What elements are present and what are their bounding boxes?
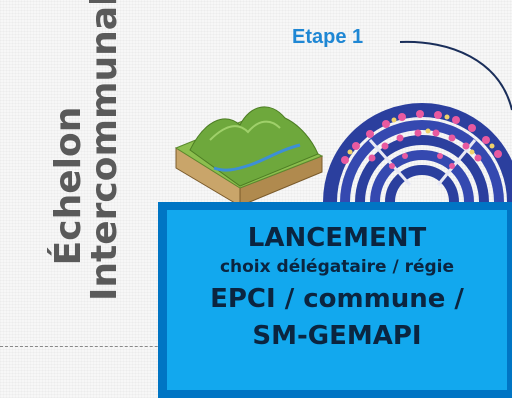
terrain-illustration — [174, 106, 324, 207]
box-line3: EPCI / commune / — [210, 284, 464, 314]
assembly-hemicycle-illustration — [323, 103, 512, 203]
arrow-curve — [399, 40, 512, 111]
step-label: Etape 1 — [292, 26, 364, 48]
box-line1: LANCEMENT — [247, 223, 427, 253]
box-line4: SM-GEMAPI — [252, 321, 422, 351]
main-box: LANCEMENT choix délégataire / régie EPCI… — [167, 210, 507, 390]
box-line2: choix délégataire / régie — [219, 257, 455, 277]
